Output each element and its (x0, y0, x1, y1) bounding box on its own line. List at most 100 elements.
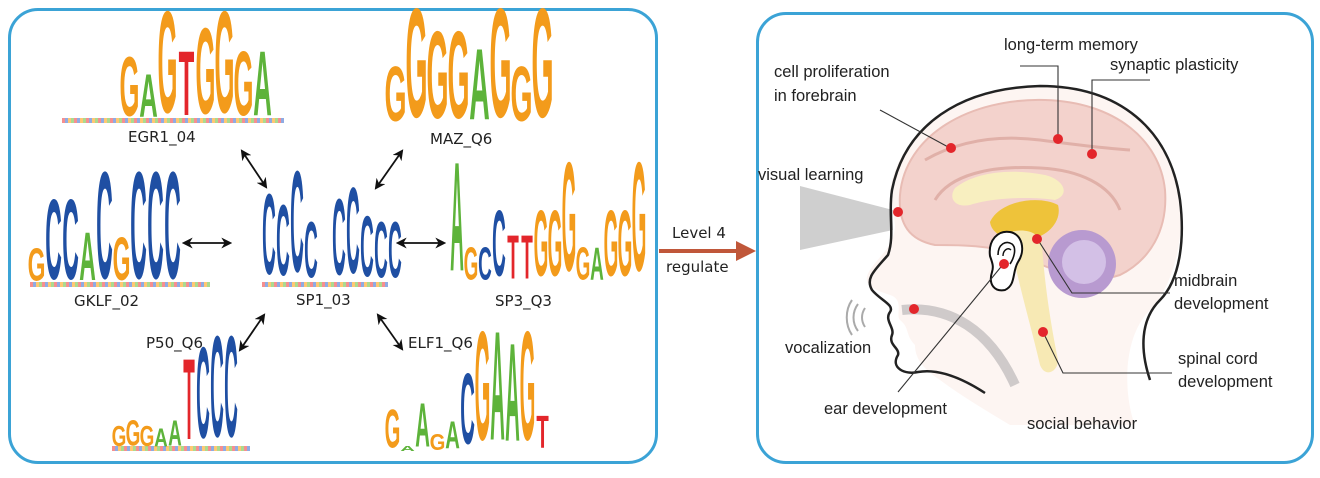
logo-column: C (374, 216, 388, 293)
logo-column: C (304, 216, 318, 293)
nucleotide-C: C (262, 176, 276, 305)
label-long-term-memory: long-term memory (1004, 36, 1138, 54)
connector-label-regulate: regulate (666, 258, 729, 276)
sp1-label: SP1_03 (296, 291, 351, 309)
nucleotide-G: G (547, 197, 563, 301)
thalamus (990, 200, 1059, 241)
label-midbrain-line2: development (1174, 295, 1269, 313)
nucleotide-C: C (360, 203, 374, 300)
logo-column: G (112, 424, 127, 452)
nucleotide-G: G (510, 51, 533, 140)
logo-column: G (604, 203, 619, 294)
nucleotide-G: G (111, 422, 127, 455)
nucleotide-C: C (96, 138, 113, 312)
nucleotide-C: C (388, 210, 402, 299)
logo-column: C (210, 325, 224, 465)
nucleotide-A: A (139, 64, 158, 131)
logo-column: T (506, 230, 520, 290)
brain-sulcus-2 (933, 166, 1122, 211)
nucleotide-A: A (415, 394, 430, 463)
nucleotide-G: G (531, 0, 554, 155)
logo-column: G (384, 56, 406, 135)
logo-column: G (489, 0, 511, 146)
logo-column: C (360, 209, 374, 293)
nucleotide-G: G (405, 0, 428, 155)
logo-column: C (478, 244, 492, 289)
logo-column: G (140, 424, 155, 452)
cerebellum-inner (1062, 240, 1106, 284)
logo-column: G (632, 150, 647, 301)
nucleotide-C: C (210, 314, 224, 475)
connector-label-level: Level 4 (672, 224, 726, 242)
p50-background-letters (112, 446, 250, 451)
logo-column: G (534, 203, 549, 294)
logo-column: C (96, 151, 113, 299)
logo-column: C (45, 184, 62, 295)
logo-column: A (139, 66, 158, 129)
logo-column: G (426, 15, 448, 142)
logo-column: C (276, 197, 290, 295)
logo-column: C (332, 191, 346, 296)
nucleotide-G: G (617, 197, 633, 301)
logo-column: C (62, 184, 79, 295)
nucleotide-C: C (492, 197, 506, 301)
marker-spinal (1038, 327, 1048, 337)
logo-column: G (113, 230, 131, 289)
logo-column: C (224, 325, 238, 465)
nucleotide-G: G (125, 415, 141, 456)
nucleotide-G: G (384, 51, 407, 140)
logo-column: C (346, 178, 360, 297)
marker-midbrain (1032, 234, 1042, 244)
nucleotide-C: C (196, 327, 210, 473)
nucleotide-G: G (463, 240, 479, 293)
nucleotide-A: A (505, 323, 520, 476)
corpus-callosum (952, 171, 1064, 206)
nucleotide-C: C (164, 138, 181, 312)
nucleotide-C: C (45, 174, 62, 305)
nucleotide-G: G (575, 240, 591, 293)
logo-column: G (475, 318, 491, 469)
nucleotide-A: A (79, 217, 96, 296)
egr1-background-letters (62, 118, 284, 123)
nucleotide-G: G (157, 0, 178, 146)
nucleotide-G: G (112, 224, 131, 294)
logo-column: G (447, 15, 469, 142)
logo-column: G (464, 244, 479, 289)
logo-column: A (79, 223, 96, 290)
label-spinal-line2: development (1178, 373, 1273, 391)
nucleotide-C: C (224, 314, 238, 475)
nucleotide-G: G (533, 197, 549, 301)
nucleotide-C: C (304, 210, 318, 299)
nucleotide-G: G (474, 309, 491, 478)
logo-column: G (510, 56, 532, 135)
logo-column: A (490, 318, 505, 469)
logo-column: C (196, 337, 210, 463)
marker-synaptic (1087, 149, 1097, 159)
nucleotide-T: T (183, 341, 195, 470)
nucleotide-G: G (561, 139, 577, 312)
logo-column: G (576, 244, 591, 289)
label-spinal-line1: spinal cord (1178, 350, 1258, 368)
brainstem (1010, 230, 1058, 373)
p50-label: P50_Q6 (146, 334, 203, 352)
nucleotide-T: T (536, 409, 549, 460)
logo-column: A (469, 35, 490, 138)
logo-column: A (168, 418, 182, 453)
arrow-egr1-sp1 (240, 149, 268, 189)
nucleotide-A: A (253, 36, 272, 137)
head-outline (868, 84, 1184, 395)
logo-column: A (154, 427, 168, 452)
sound-wave-3 (861, 307, 866, 328)
logo-column: C (164, 151, 181, 299)
nucleotide-C: C (346, 169, 360, 307)
nucleotide-G: G (195, 8, 216, 142)
nucleotide-T: T (521, 226, 533, 296)
